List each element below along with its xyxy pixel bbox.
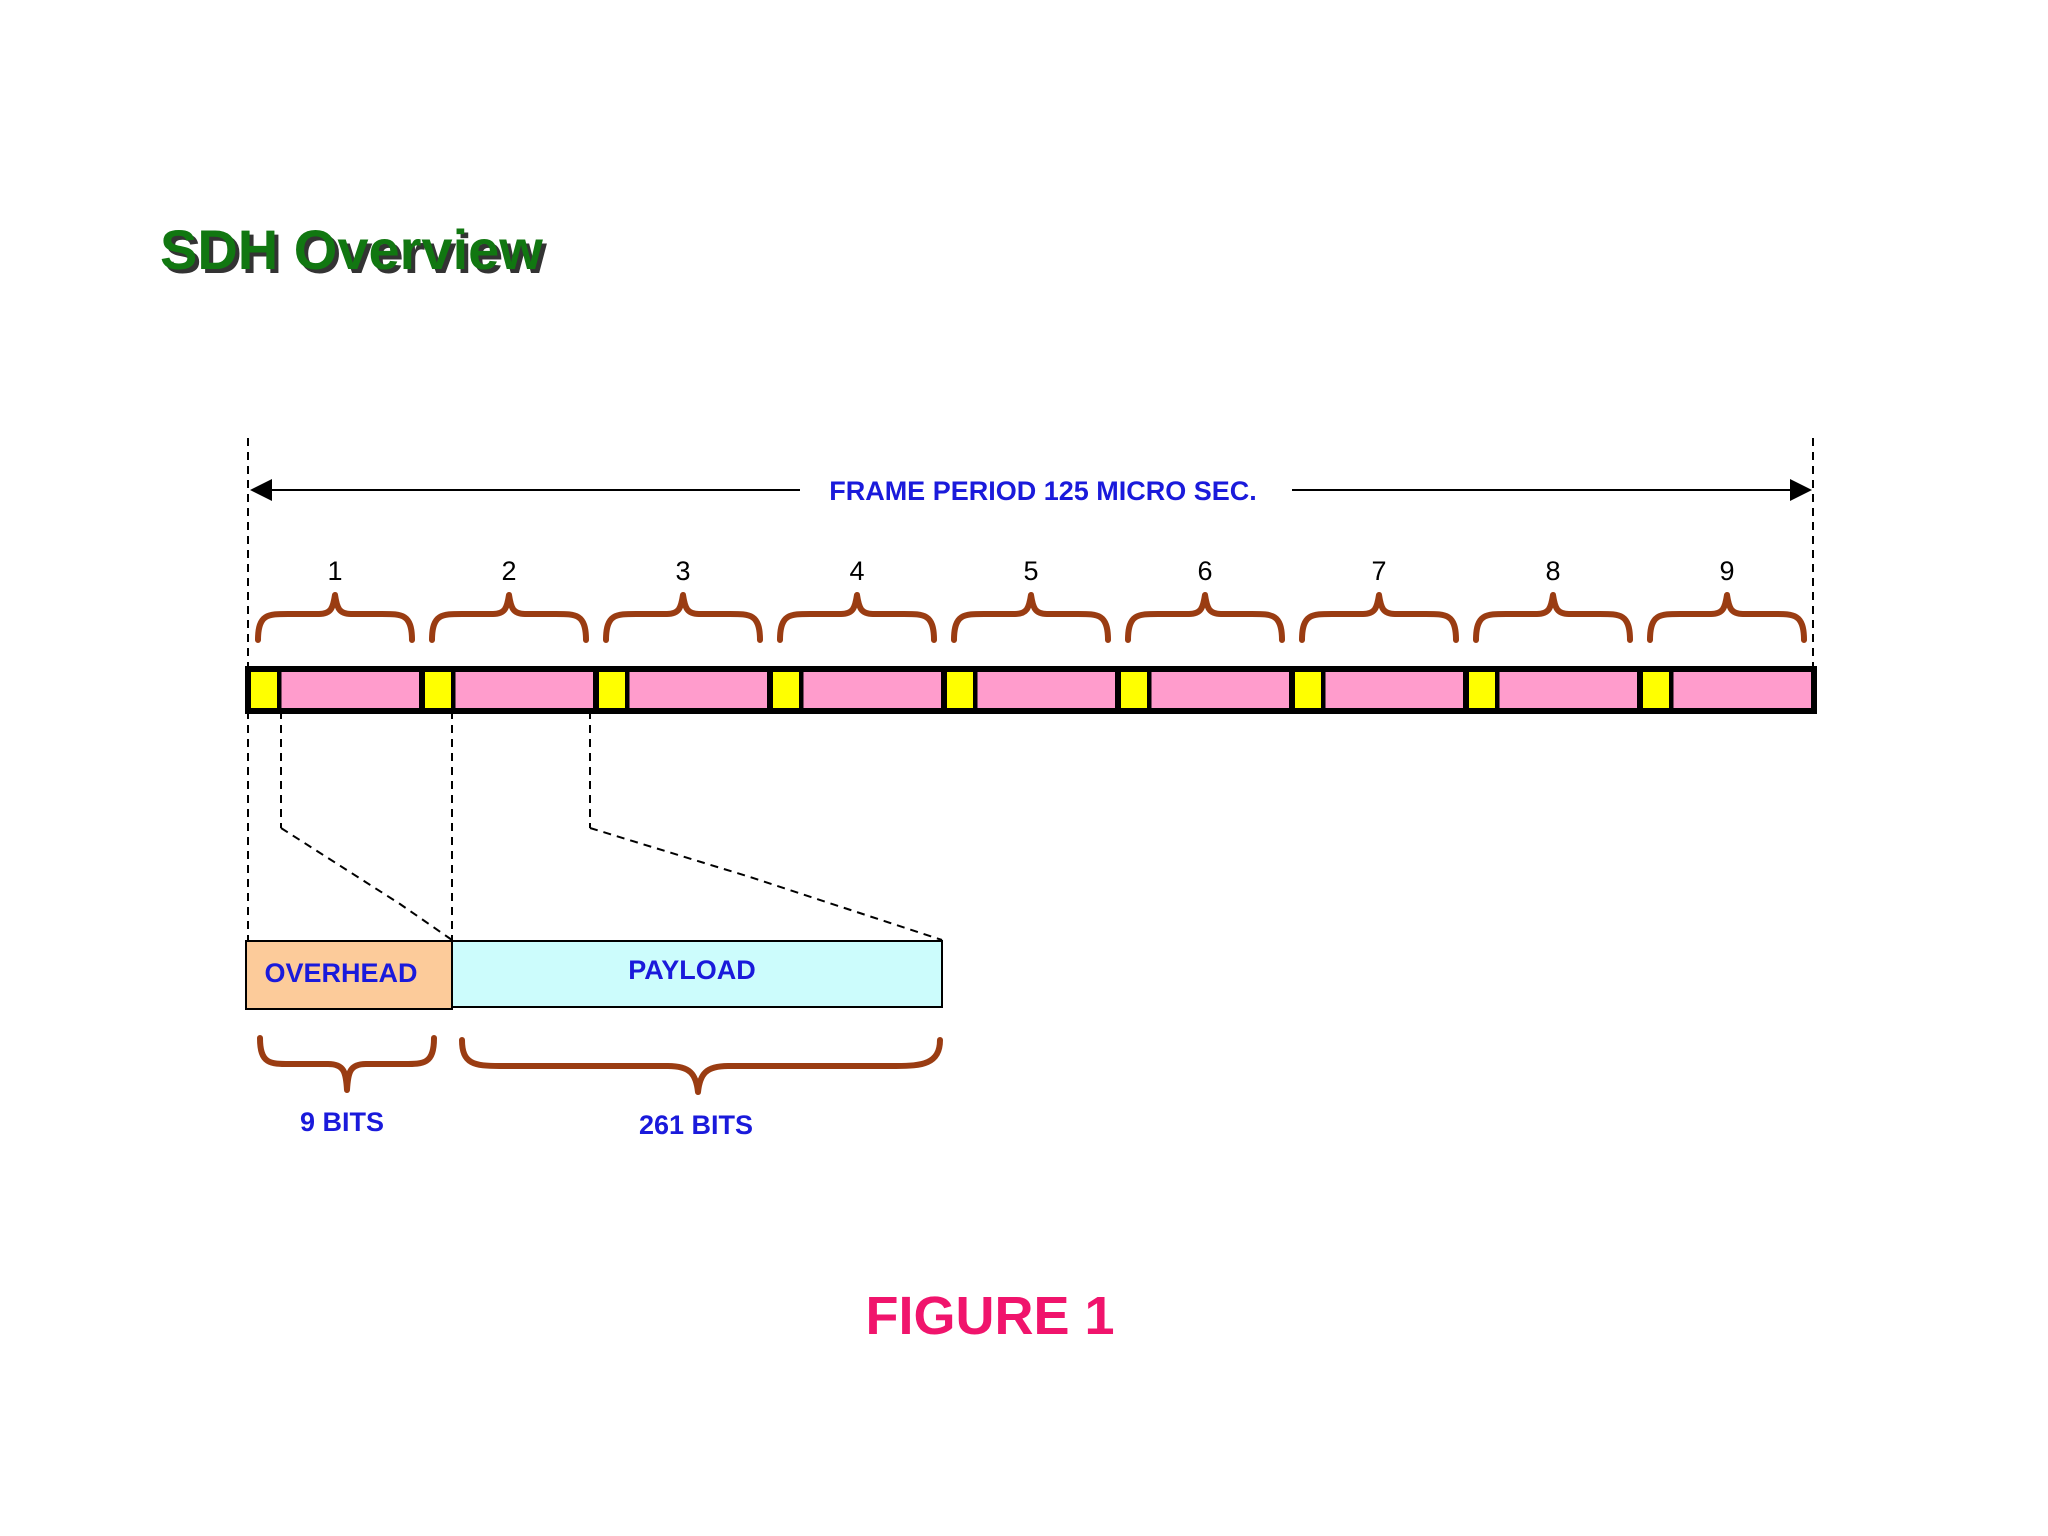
- row-brace-9: [1647, 592, 1807, 643]
- frame-strip: [245, 666, 1817, 714]
- row-payload-cell-6: [1148, 667, 1294, 713]
- payload-guide-diagonal: [589, 827, 943, 941]
- row-payload-cell-1: [278, 667, 424, 713]
- row-payload-cell-9: [1670, 667, 1816, 713]
- page-title-shadow: SDH Overview: [164, 222, 547, 285]
- row-overhead-cell-3: [593, 666, 631, 714]
- row-overhead-cell-2: [419, 666, 457, 714]
- row-overhead-cell-1: [245, 666, 283, 714]
- row-number-3: 3: [675, 556, 690, 586]
- row-overhead-cell-8: [1463, 666, 1501, 714]
- payload-brace: [459, 1037, 943, 1095]
- zoom-guides: [247, 711, 943, 941]
- row-brace-8: [1473, 592, 1633, 643]
- row-overhead-cell-4: [767, 666, 805, 714]
- row-number-1: 1: [327, 556, 342, 586]
- arrow-left-head: [250, 479, 272, 501]
- payload-bits-label: 261 BITS: [639, 1110, 753, 1140]
- row-overhead-cell-6: [1115, 666, 1153, 714]
- row-payload-cell-8: [1496, 667, 1642, 713]
- overhead-bits-label: 9 BITS: [300, 1107, 384, 1137]
- frame-strip-cells: [245, 666, 1816, 714]
- row-brace-3: [603, 592, 763, 643]
- frame-period-arrow: [250, 479, 1812, 501]
- arrow-right-head: [1790, 479, 1812, 501]
- row-number-2: 2: [501, 556, 516, 586]
- row-number-8: 8: [1545, 556, 1560, 586]
- frame-period-label: FRAME PERIOD 125 MICRO SEC.: [829, 476, 1257, 506]
- payload-box: [451, 940, 943, 1008]
- payload-label: PAYLOAD: [628, 955, 756, 985]
- figure-caption: FIGURE 1: [865, 1286, 1114, 1346]
- row-number-9: 9: [1719, 556, 1734, 586]
- row-overhead-cell-5: [941, 666, 979, 714]
- row-brace-2: [429, 592, 589, 643]
- row-overhead-cell-7: [1289, 666, 1327, 714]
- row-payload-cell-2: [452, 667, 598, 713]
- row-brace-1: [255, 592, 415, 643]
- row-number-labels: 1 2 3 4 5 6 7 8 9: [327, 556, 1734, 586]
- page-title: SDH Overview: [160, 218, 543, 281]
- row-number-5: 5: [1023, 556, 1038, 586]
- row-overhead-cell-9: [1637, 666, 1675, 714]
- row-brace-6: [1125, 592, 1285, 643]
- row-brace-7: [1299, 592, 1459, 643]
- row-braces: [255, 592, 1807, 643]
- frame-strip-border: [245, 666, 1817, 714]
- row-brace-5: [951, 592, 1111, 643]
- row-payload-cell-5: [974, 667, 1120, 713]
- row-payload-cell-7: [1322, 667, 1468, 713]
- row-payload-cell-3: [626, 667, 772, 713]
- overhead-guide-diagonal: [280, 827, 453, 941]
- row-brace-4: [777, 592, 937, 643]
- row-number-7: 7: [1371, 556, 1386, 586]
- row-number-4: 4: [849, 556, 864, 586]
- row-number-6: 6: [1197, 556, 1212, 586]
- overhead-brace: [257, 1035, 437, 1093]
- overhead-label: OVERHEAD: [264, 958, 417, 988]
- row-payload-cell-4: [800, 667, 946, 713]
